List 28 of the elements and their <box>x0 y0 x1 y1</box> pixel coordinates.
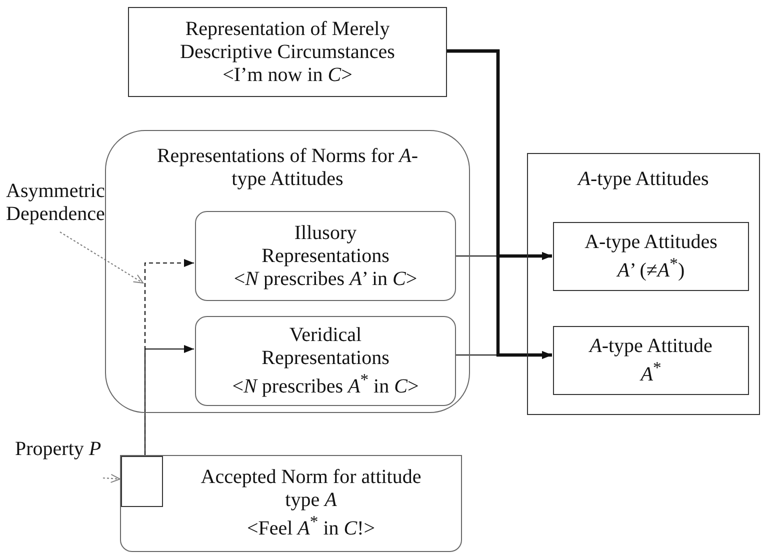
box-title: Representation of Merely Descriptive Circumstances <box>179 18 396 64</box>
box-text: <N prescribes A’ in C> <box>234 268 418 290</box>
arrow <box>447 49 552 359</box>
arrow <box>454 252 552 260</box>
rounded-box <box>195 211 456 301</box>
box-title: Asymmetric Dependence <box>6 180 106 226</box>
box-title: Representations of Norms for A-type Attitudes <box>156 145 420 191</box>
leader-line <box>60 232 144 284</box>
box-text: <N prescribes A$^{*}$ in C> <box>232 370 419 398</box>
process-box <box>553 222 749 291</box>
process-box <box>128 7 447 97</box>
box-title: A-type Attitude <box>590 334 712 358</box>
rounded-box <box>195 316 456 406</box>
box-text: <I’m now in C> <box>222 64 352 86</box>
box-title: A-type Attitudes <box>584 230 718 254</box>
process-box <box>527 153 760 415</box>
box-text: A$^{*}$ <box>640 358 662 386</box>
leader-line <box>102 474 120 483</box>
box-title: A-type Attitudes <box>578 168 709 191</box>
arrow <box>454 351 552 359</box>
arrow <box>144 345 194 456</box>
rounded-box <box>105 130 470 413</box>
process-box <box>553 326 749 395</box>
box-text: A’ (≠A$^{*}$) <box>617 254 685 282</box>
small-box <box>121 456 163 507</box>
box-title: Property P <box>15 438 102 461</box>
rounded-box <box>120 455 462 552</box>
box-text: <Feel A$^{*}$ in C!> <box>246 512 376 541</box>
